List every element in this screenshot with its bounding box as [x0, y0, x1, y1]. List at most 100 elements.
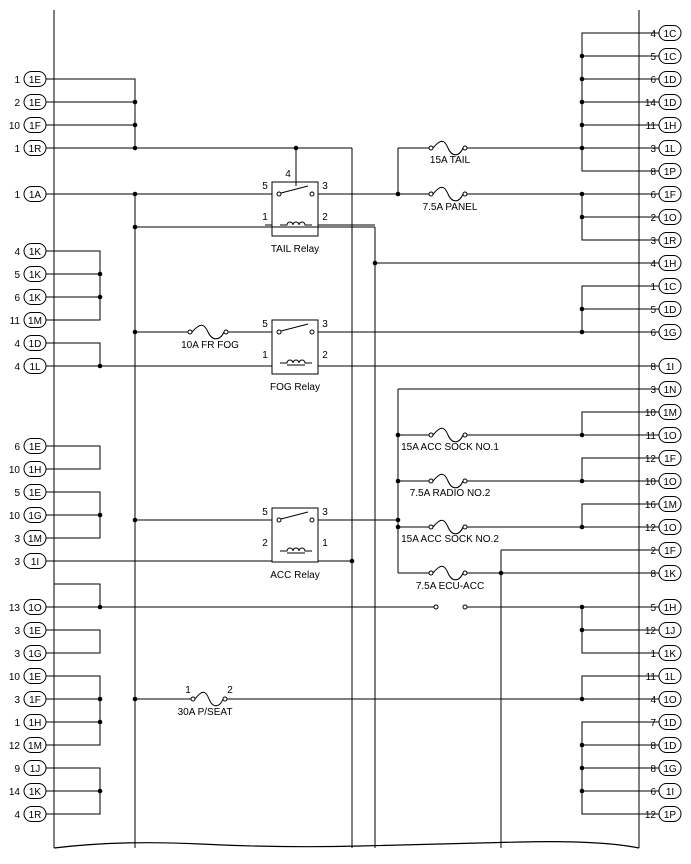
fuse-element	[432, 140, 464, 156]
terminal-pin-number: 4	[14, 362, 20, 373]
connector-label: 1R	[29, 144, 42, 155]
fuse-terminal	[428, 191, 434, 197]
fuse-label: 10A FR FOG	[181, 340, 239, 351]
junction-dot	[395, 524, 401, 530]
terminal-pin-number: 7	[650, 718, 656, 729]
junction-dot	[579, 765, 585, 771]
junction-dot	[293, 145, 299, 151]
fuse-label: 30A P/SEAT	[178, 707, 233, 718]
circuit-wires	[53, 10, 640, 848]
relay-contact	[309, 191, 315, 197]
connector-label: 1R	[664, 236, 677, 247]
terminal-pin-number: 4	[650, 29, 656, 40]
terminal-pin-number: 6	[650, 787, 656, 798]
fuse-label: 15A ACC SOCK NO.2	[401, 534, 499, 545]
open-contact	[462, 604, 468, 610]
relay-pin-label: 1	[262, 350, 268, 361]
terminal-pin-number: 4	[14, 247, 20, 258]
junction-dot	[97, 719, 103, 725]
fuse-terminal	[428, 524, 434, 530]
terminal-pin-number: 11	[646, 121, 657, 132]
terminal-pin-number: 14	[645, 98, 657, 109]
terminal-pin-number: 12	[9, 741, 21, 752]
junction-dot	[579, 99, 585, 105]
fuse-element	[432, 519, 464, 535]
terminal-pin-number: 3	[14, 626, 20, 637]
junction-dot	[349, 558, 355, 564]
fuse-label: 7.5A PANEL	[423, 202, 478, 213]
terminal-pin-number: 1	[14, 718, 20, 729]
connector-label: 1F	[29, 695, 41, 706]
wire	[54, 78, 136, 148]
wire	[54, 629, 101, 654]
terminal-pin-number: 11	[10, 316, 21, 327]
wire	[581, 285, 639, 332]
connector-label: 1J	[665, 626, 676, 637]
junction-dot	[132, 191, 138, 197]
terminal-pin-number: 1	[14, 190, 20, 201]
connector-label: 1L	[664, 144, 676, 155]
fuse-terminal	[428, 478, 434, 484]
connector-label: 1F	[664, 190, 676, 201]
open-contact	[433, 604, 439, 610]
fuse-pin: 2	[227, 685, 233, 696]
junction-dot	[579, 788, 585, 794]
connector-label: 1O	[663, 431, 677, 442]
junction-dot	[132, 329, 138, 335]
relay-pin-label: 3	[322, 319, 328, 330]
wire	[581, 675, 639, 699]
terminal-pin-number: 4	[14, 810, 20, 821]
fuse: 7.5A RADIO NO.2	[410, 473, 491, 499]
terminal-pin-number: 12	[645, 523, 657, 534]
terminal-pin-number: 12	[645, 626, 657, 637]
junction-dot	[97, 696, 103, 702]
terminal-pin-number: 5	[14, 270, 20, 281]
connector-label: 1K	[29, 787, 42, 798]
connector-label: 1D	[664, 741, 677, 752]
terminal-pin-number: 3	[14, 534, 20, 545]
relay-coil	[280, 359, 312, 364]
junction-dot	[132, 517, 138, 523]
relay-pin-label: 3	[322, 507, 328, 518]
wire	[581, 457, 639, 482]
fuse-terminal	[462, 524, 468, 530]
connector-label: 1D	[664, 98, 677, 109]
terminal-pin-number: 3	[650, 236, 656, 247]
junction-dot	[579, 524, 585, 530]
terminal-pin-number: 10	[9, 465, 21, 476]
junction-dots	[97, 53, 585, 794]
terminal-pin-number: 3	[650, 385, 656, 396]
terminal-pin-number: 8	[650, 764, 656, 775]
connector-label: 1R	[29, 810, 42, 821]
relay-contact	[276, 191, 282, 197]
junction-dot	[132, 145, 138, 151]
relay-pin-label: 4	[285, 169, 291, 180]
fuse: 15A ACC SOCK NO.1	[401, 427, 499, 453]
connector-label: 1E	[29, 442, 42, 453]
fuse-element	[432, 473, 464, 489]
junction-dot	[579, 329, 585, 335]
connector-label: 1O	[663, 213, 677, 224]
relay-pin-label: 5	[262, 507, 268, 518]
connector-label: 1C	[664, 282, 677, 293]
relay-pin-label: 5	[262, 319, 268, 330]
junction-dot	[97, 271, 103, 277]
connector-label: 1M	[28, 316, 42, 327]
